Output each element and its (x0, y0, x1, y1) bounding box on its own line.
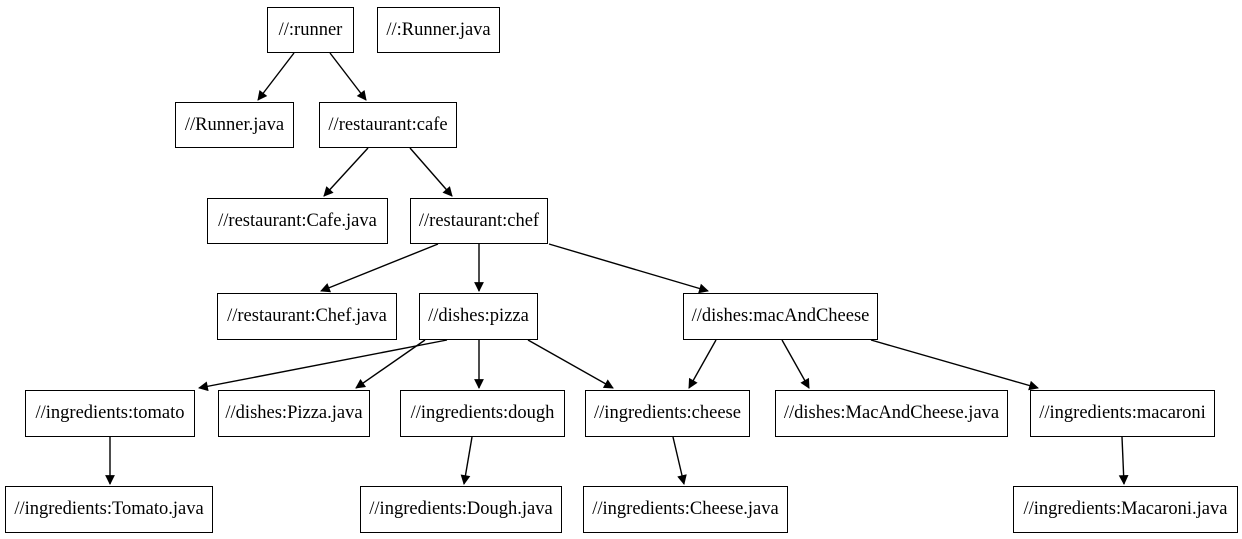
edge-mac-and-cheese-to-macaroni (870, 339, 1039, 391)
graph-node-label: //dishes:MacAndCheese.java (783, 403, 1000, 424)
graph-node-cafe: //restaurant:cafe (319, 102, 457, 148)
graph-node-label: //ingredients:Tomato.java (14, 499, 204, 520)
graph-node-mac-and-cheese-java: //dishes:MacAndCheese.java (775, 390, 1008, 437)
graph-node-label: //restaurant:chef (418, 210, 540, 231)
graph-node-label: //Runner.java (184, 114, 285, 135)
graph-node-pizza: //dishes:pizza (419, 293, 538, 340)
graph-node-runner-java-file: //Runner.java (175, 102, 294, 148)
edge-pizza-to-tomato (198, 339, 448, 392)
graph-node-label: //ingredients:cheese (594, 403, 741, 424)
graph-node-pizza-java: //dishes:Pizza.java (218, 390, 370, 437)
graph-node-label: //dishes:pizza (428, 306, 529, 327)
graph-node-tomato-java: //ingredients:Tomato.java (5, 486, 213, 533)
graph-node-macaroni: //ingredients:macaroni (1030, 390, 1215, 437)
graph-node-chef: //restaurant:chef (410, 198, 548, 244)
graph-node-label: //:runner (278, 19, 343, 40)
graph-node-cheese: //ingredients:cheese (585, 390, 750, 437)
graph-node-label: //restaurant:Chef.java (227, 306, 387, 327)
graph-node-runner: //:runner (267, 7, 354, 53)
edge-runner-to-runner-java-file (257, 52, 295, 101)
graph-node-label: //ingredients:tomato (35, 403, 185, 424)
graph-node-label: //dishes:macAndCheese (691, 306, 870, 327)
graph-node-label: //ingredients:Macaroni.java (1023, 499, 1228, 520)
graph-node-mac-and-cheese: //dishes:macAndCheese (683, 293, 878, 340)
graph-node-label: //ingredients:macaroni (1039, 403, 1206, 424)
edge-cafe-to-chef (409, 147, 453, 197)
graph-node-macaroni-java: //ingredients:Macaroni.java (1013, 486, 1238, 533)
graph-node-label: //:Runner.java (386, 19, 491, 40)
edge-chef-to-mac-and-cheese (548, 243, 709, 294)
graph-node-chef-java: //restaurant:Chef.java (217, 293, 397, 340)
edge-macaroni-to-macaroni-java (1118, 436, 1129, 485)
edge-cafe-to-cafe-java (323, 147, 369, 197)
graph-node-label: //restaurant:cafe (328, 114, 448, 135)
graph-node-dough: //ingredients:dough (400, 390, 565, 437)
edge-dough-to-dough-java (460, 436, 473, 485)
graph-node-label: //restaurant:Cafe.java (218, 210, 377, 231)
edge-cheese-to-cheese-java (672, 436, 687, 485)
graph-node-cheese-java: //ingredients:Cheese.java (583, 486, 788, 533)
graph-node-cafe-java: //restaurant:Cafe.java (207, 198, 388, 244)
edge-chef-to-chef-java (320, 243, 439, 293)
graph-node-runner-java-target: //:Runner.java (377, 7, 500, 53)
edge-pizza-to-pizza-java (355, 339, 426, 389)
graph-node-dough-java: //ingredients:Dough.java (360, 486, 562, 533)
edge-mac-and-cheese-to-cheese (688, 339, 717, 389)
edge-runner-to-cafe (329, 52, 367, 101)
graph-node-label: //ingredients:Cheese.java (592, 499, 779, 520)
edge-mac-and-cheese-to-mac-and-cheese-java (781, 339, 810, 389)
graph-node-label: //ingredients:Dough.java (369, 499, 553, 520)
graph-node-label: //ingredients:dough (410, 403, 555, 424)
edge-pizza-to-cheese (527, 339, 614, 389)
graph-node-label: //dishes:Pizza.java (225, 403, 363, 424)
graph-node-tomato: //ingredients:tomato (25, 390, 195, 437)
